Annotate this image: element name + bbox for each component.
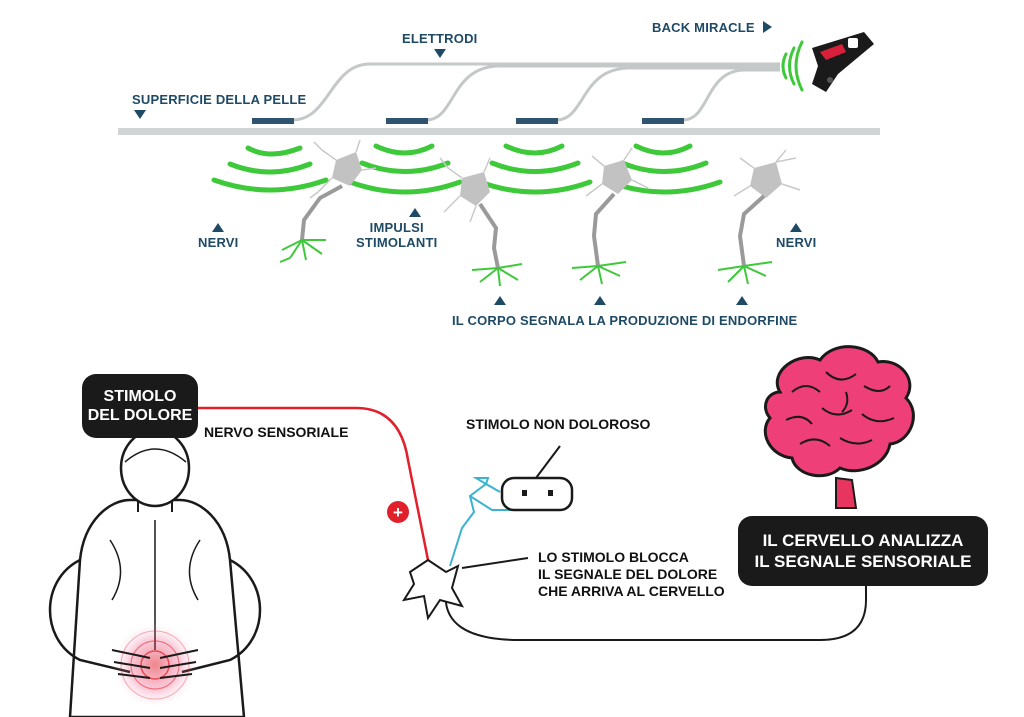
sensory-nerve-line: [196, 406, 430, 561]
pain-stimulus-box: STIMOLO DEL DOLORE: [82, 374, 198, 438]
down-arrow-icon: [433, 49, 446, 58]
electrode-3: [516, 118, 558, 124]
electrode-2: [386, 118, 428, 124]
pad-pointer-line: [535, 445, 561, 479]
up-arrow-icon: [736, 296, 748, 305]
skin-surface-line: [118, 128, 880, 135]
up-arrow-icon: [494, 296, 506, 305]
brain-icon: [763, 345, 915, 509]
back-miracle-device-icon: [812, 32, 874, 92]
back-miracle-label: BACK MIRACLE: [652, 20, 772, 35]
electrode-4: [642, 118, 684, 124]
non-painful-connector: [449, 482, 501, 567]
electrodes: [252, 118, 684, 124]
plus-circle: [387, 501, 409, 523]
device-signal-arcs: [781, 40, 804, 92]
brain-box-line1: IL CERVELLO ANALIZZA: [762, 531, 964, 550]
nerves-left-label: NERVI: [198, 220, 239, 250]
up-arrow-icon: [594, 296, 606, 305]
blocca-pointer-line: [461, 557, 529, 569]
pain-box-line2: DEL DOLORE: [87, 407, 193, 424]
neuron-4: [717, 149, 801, 285]
pain-box-line1: STIMOLO: [103, 388, 177, 405]
nerves-right-label: NERVI: [776, 220, 817, 250]
signal-line-to-brain: [444, 582, 867, 641]
up-arrow-icon: [408, 208, 421, 217]
up-arrow-icon: [790, 223, 803, 232]
plus-sign: +: [393, 503, 403, 522]
neurons: [279, 139, 801, 287]
blocks-signal-label: LO STIMOLO BLOCCA IL SEGNALE DEL DOLORE …: [538, 549, 725, 599]
endorphin-arrows: [0, 296, 1024, 306]
non-painful-stimulus-label: STIMOLO NON DOLOROSO: [466, 416, 651, 432]
electrode-wires: [291, 62, 780, 122]
right-arrow-icon: [762, 21, 772, 33]
endorphin-label: IL CORPO SEGNALA LA PRODUZIONE DI ENDORF…: [452, 313, 798, 328]
person-back-pain-illustration: [48, 428, 262, 717]
up-arrow-icon: [212, 223, 225, 232]
neuron-1: [279, 139, 377, 263]
electrode-pad-icon: [500, 476, 574, 512]
brain-box-line2: IL SEGNALE SENSORIALE: [754, 552, 972, 571]
brain-analyzes-box: IL CERVELLO ANALIZZA IL SEGNALE SENSORIA…: [738, 516, 988, 586]
neuron-3: [571, 147, 649, 285]
stimulation-waves: [211, 143, 723, 195]
skin-surface-label: SUPERFICIE DELLA PELLE: [132, 92, 306, 122]
neuron-2: [439, 157, 523, 287]
impulses-label: IMPULSI STIMOLANTI: [356, 205, 437, 250]
electrodes-label: ELETTRODI: [402, 31, 477, 61]
down-arrow-icon: [134, 110, 146, 119]
synapse-node: [401, 558, 465, 621]
cyan-receptor-shape: [472, 477, 490, 486]
sensory-nerve-label: NERVO SENSORIALE: [204, 424, 349, 440]
electrode-1: [252, 118, 294, 124]
